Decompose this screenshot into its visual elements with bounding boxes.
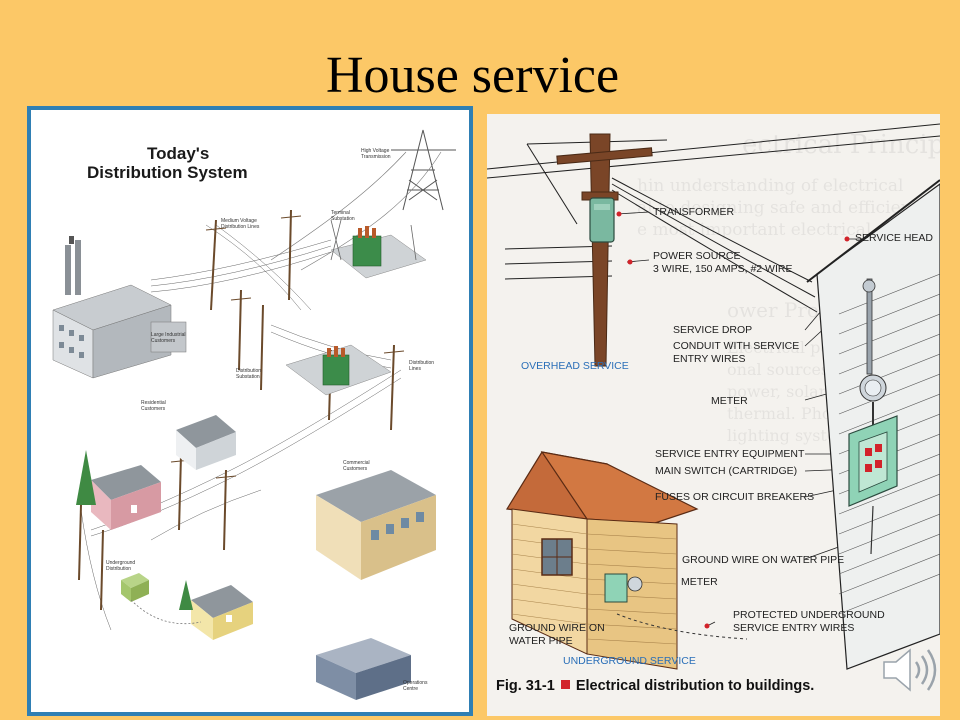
label-conduit: CONDUIT WITH SERVICE — [673, 340, 800, 352]
electrical-distribution-figure: ectrical Principles hin understanding of… — [487, 114, 940, 716]
distribution-system-diagram: Today's Distribution System High Voltage… — [27, 106, 473, 716]
house — [506, 451, 699, 670]
distribution-diagram-canvas: Today's Distribution System High Voltage… — [31, 110, 469, 712]
label-overhead-service: OVERHEAD SERVICE — [521, 360, 629, 372]
service-panel — [848, 415, 898, 507]
label-meter-upper: METER — [711, 395, 748, 407]
meter-upper — [859, 374, 887, 402]
label-high-voltage: High Voltage Transmission — [361, 148, 391, 160]
distribution-substation — [285, 344, 392, 396]
label-ground-wire-right: GROUND WIRE ON WATER PIPE — [682, 554, 845, 566]
label-commercial: Commercial Customers — [343, 460, 370, 472]
label-service-drop: SERVICE DROP — [673, 324, 753, 336]
ghost-text: hin understanding of electrical — [637, 176, 904, 196]
label-terminal-substation: Terminal Substation — [331, 210, 355, 222]
figure-caption: Fig. 31-1 Electrical distribution to buil… — [496, 678, 814, 694]
house-2 — [176, 415, 236, 470]
label-distribution-substation: Distribution Substation — [236, 368, 262, 380]
label-meter-lower: METER — [681, 576, 718, 588]
diagram-title-line-2: Distribution System — [87, 163, 248, 182]
label-ground-wire-left: GROUND WIRE ON — [509, 622, 605, 634]
service-conduit — [862, 278, 876, 375]
label-medium-voltage: Medium Voltage Distribution Lines — [221, 218, 260, 230]
terminal-substation — [330, 219, 427, 279]
label-protected-underground: PROTECTED UNDERGROUND — [733, 609, 885, 621]
ghost-text: al to designing safe and efficient archi… — [637, 198, 940, 218]
label-operations: Operations Centre — [403, 680, 428, 692]
label-ground-wire-left-pipe: WATER PIPE — [509, 635, 573, 647]
house-1 — [91, 465, 161, 530]
distribution-illustration — [52, 129, 456, 700]
label-underground-service: UNDERGROUND SERVICE — [563, 655, 696, 667]
label-large-industrial: Large Industrial Customers — [151, 332, 186, 344]
label-underground: Underground Distribution — [106, 560, 136, 572]
service-illustration — [487, 123, 940, 670]
diagram-title: Today's Distribution System — [87, 144, 327, 182]
label-main-switch: MAIN SWITCH (CARTRIDGE) — [655, 465, 798, 477]
label-service-head: SERVICE HEAD — [855, 232, 933, 244]
label-power-source: POWER SOURCE — [653, 250, 741, 262]
transformer-box — [121, 573, 149, 602]
utility-pole — [556, 133, 653, 367]
transmission-tower — [391, 129, 456, 211]
label-fuses: FUSES OR CIRCUIT BREAKERS — [655, 491, 815, 503]
caption-text: Electrical distribution to buildings. — [575, 678, 815, 694]
diagram-title-line-1: Today's — [147, 144, 210, 163]
caption-fig-number: Fig. 31-1 — [496, 678, 555, 694]
label-transformer: TRANSFORMER — [653, 206, 735, 218]
label-conduit-entry: ENTRY WIRES — [673, 353, 746, 365]
label-service-entry-equipment: SERVICE ENTRY EQUIPMENT — [655, 448, 805, 460]
operations-centre — [316, 638, 411, 700]
caption-square-icon — [560, 680, 570, 689]
slide-title: House service — [325, 47, 620, 104]
label-protected-underground-wires: SERVICE ENTRY WIRES — [733, 622, 855, 634]
label-power-source-detail: 3 WIRE, 150 AMPS, #2 WIRE — [653, 263, 793, 275]
ghost-text: e most important electrical systems — [637, 220, 940, 240]
commercial-building — [316, 470, 436, 580]
speaker-icon[interactable] — [880, 640, 942, 700]
label-distribution-lines: Distribution Lines — [409, 360, 435, 372]
factory — [52, 236, 187, 379]
house-3 — [191, 585, 253, 640]
label-residential: Residential Customers — [141, 400, 166, 412]
transformer — [589, 197, 615, 243]
